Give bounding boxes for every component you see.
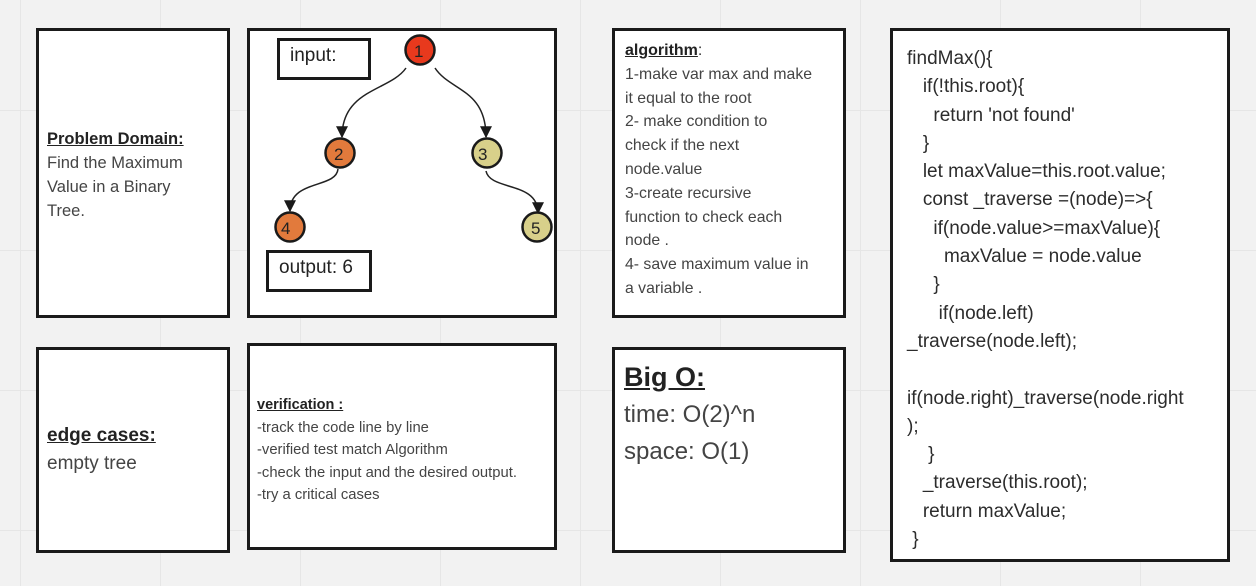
node-label: 2 — [334, 145, 343, 164]
verification-line: -check the input and the desired output. — [257, 464, 517, 481]
code-line: findMax(){ — [907, 48, 993, 69]
problem-domain-line: Tree. — [47, 202, 85, 220]
problem-domain-line: Find the Maximum — [47, 154, 183, 172]
algorithm-line: node . — [625, 232, 669, 250]
node-circle — [274, 211, 306, 243]
node-label: 5 — [531, 219, 540, 238]
code-line: if(!this.root){ — [907, 76, 1025, 98]
code-line: if(node.value>=maxValue){ — [907, 217, 1161, 239]
tree-node-3: 3 — [471, 137, 503, 169]
tree-node-1: 1 — [404, 34, 436, 66]
algorithm-line: it equal to the root — [625, 89, 752, 107]
tree-diagram-card: 1 2 3 4 5 input: output: 6 — [247, 28, 557, 318]
edge-cases-text: empty tree — [47, 453, 137, 474]
algorithm-line: 4- save maximum value in — [625, 256, 809, 274]
big-o-space: space: O(1) — [624, 438, 750, 465]
code-line: } — [907, 132, 930, 154]
problem-domain-heading: Problem Domain: — [47, 130, 184, 148]
code-line: } — [907, 529, 919, 551]
tree-node-2: 2 — [324, 137, 356, 169]
big-o-time: time: O(2)^n — [624, 401, 756, 428]
verification-heading: verification : — [257, 397, 344, 413]
verification-line: -verified test match Algorithm — [257, 442, 448, 458]
big-o-heading: Big O: — [624, 362, 705, 392]
algorithm-heading-line: algorithm: — [625, 39, 835, 63]
algorithm-line: 1-make var max and make — [625, 65, 813, 83]
algorithm-line: check if the next — [625, 137, 740, 155]
edge-cases-card: edge cases: empty tree — [36, 347, 230, 553]
output-label: output: 6 — [279, 257, 353, 278]
big-o-card: Big O: time: O(2)^n space: O(1) — [612, 347, 846, 553]
code-line: ); — [907, 415, 919, 437]
node-label: 1 — [414, 42, 423, 61]
binary-tree-diagram: 1 2 3 4 5 — [274, 34, 553, 243]
code-line: let maxValue=this.root.value; — [907, 161, 1166, 183]
input-label: input: — [290, 45, 337, 66]
node-label: 3 — [478, 145, 487, 164]
algorithm-line: 3-create recursive — [625, 184, 752, 202]
tree-node-5: 5 — [521, 211, 553, 243]
node-label: 4 — [281, 219, 290, 238]
algorithm-heading: algorithm — [625, 42, 698, 59]
node-circle — [471, 137, 503, 169]
node-circle — [324, 137, 356, 169]
tree-edge-1-3 — [434, 67, 492, 139]
verification-line: -try a critical cases — [257, 487, 380, 503]
code-line: const _traverse =(node)=>{ — [907, 189, 1153, 211]
tree-node-4: 4 — [274, 211, 306, 243]
code-line: _traverse(node.left); — [907, 330, 1078, 352]
edge-cases-heading: edge cases: — [47, 425, 156, 446]
code-line: maxValue = node.value — [907, 246, 1142, 268]
tree-edge-2-4 — [284, 168, 339, 213]
problem-domain-line: Value in a Binary — [47, 178, 171, 196]
algorithm-line: node.value — [625, 160, 703, 178]
code-card: findMax(){ if(!this.root){ return 'not f… — [890, 28, 1230, 562]
algorithm-line: function to check each — [625, 208, 783, 226]
problem-domain-card: Problem Domain: Find the Maximum Value i… — [36, 28, 230, 318]
tree-edge-3-5 — [485, 170, 544, 215]
tree-edge-1-2 — [336, 67, 407, 139]
code-line: return maxValue; — [907, 500, 1067, 522]
algorithm-heading-colon: : — [697, 42, 703, 59]
algorithm-line: 2- make condition to — [625, 113, 768, 131]
verification-card: verification : -track the code line by l… — [247, 343, 557, 550]
output-label-box: output: 6 — [266, 250, 372, 292]
node-circle — [404, 34, 436, 66]
code-line: _traverse(this.root); — [907, 472, 1088, 494]
node-circle — [521, 211, 553, 243]
algorithm-card: algorithm: 1-make var max and make it eq… — [612, 28, 846, 318]
input-label-box: input: — [277, 38, 371, 80]
algorithm-line: a variable . — [625, 279, 703, 297]
code-line: } — [907, 274, 940, 296]
code-line: if(node.right)_traverse(node.right — [907, 387, 1184, 409]
code-line: ​ — [907, 356, 1217, 384]
code-line: } — [907, 444, 935, 466]
code-line: if(node.left) — [907, 302, 1034, 324]
code-line: return 'not found' — [907, 104, 1075, 126]
verification-line: -track the code line by line — [257, 419, 429, 436]
